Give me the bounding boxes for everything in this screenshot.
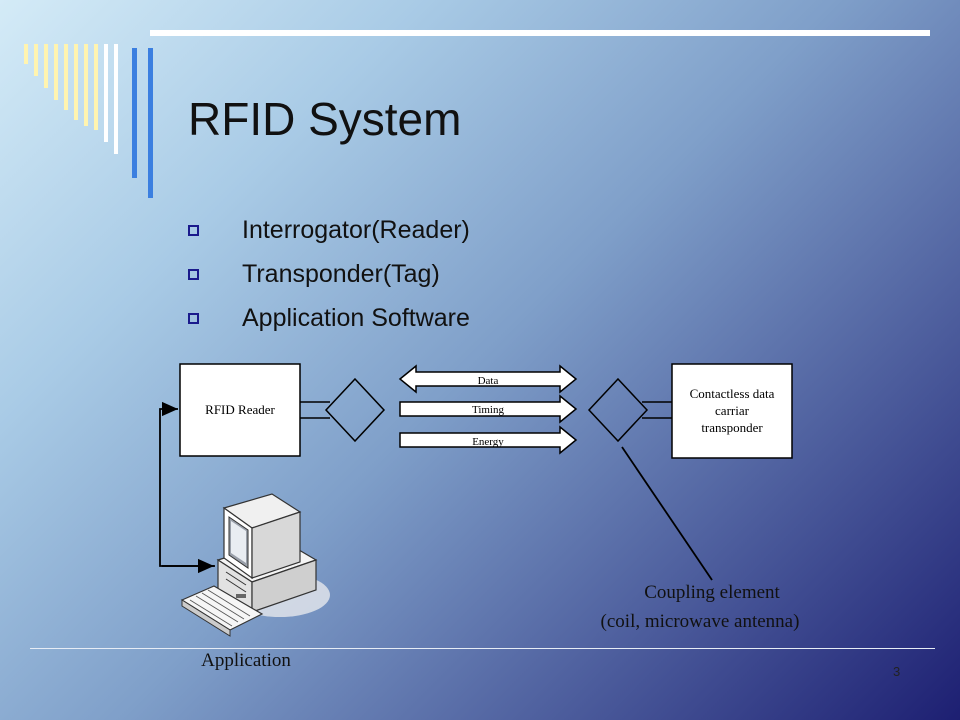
timing-arrow: Timing: [399, 394, 578, 424]
decorative-bars: [24, 44, 153, 198]
top-divider: [150, 30, 930, 36]
data-arrow: Data: [398, 364, 578, 394]
slide-title: RFID System: [188, 93, 462, 145]
transponder-antenna: [587, 377, 672, 443]
reader-box: RFID Reader: [179, 363, 301, 457]
transponder-label-line: carriar: [715, 403, 750, 418]
transponder-label-line: transponder: [701, 420, 763, 435]
square-bullet-icon: [188, 225, 199, 236]
computer-icon: [180, 493, 330, 637]
application-label: Application: [201, 650, 291, 671]
page-number: 3: [893, 664, 901, 679]
timing-arrow-label: Timing: [472, 404, 505, 416]
energy-arrow: Energy: [399, 425, 578, 455]
transponder-label-line: Contactless data: [690, 386, 775, 401]
data-arrow-label: Data: [478, 375, 499, 387]
bottom-divider: [30, 648, 935, 649]
reader-antenna: [300, 377, 386, 443]
energy-arrow-label: Energy: [472, 436, 504, 448]
transponder-box: Contactless data carriar transponder: [671, 363, 793, 459]
coupling-leader-line: [621, 446, 713, 581]
reader-label: RFID Reader: [205, 402, 275, 417]
coupling-label-line: (coil, microwave antenna): [601, 611, 800, 632]
square-bullet-icon: [188, 313, 199, 324]
square-bullet-icon: [188, 269, 199, 280]
coupling-label-line: Coupling element: [644, 582, 780, 603]
